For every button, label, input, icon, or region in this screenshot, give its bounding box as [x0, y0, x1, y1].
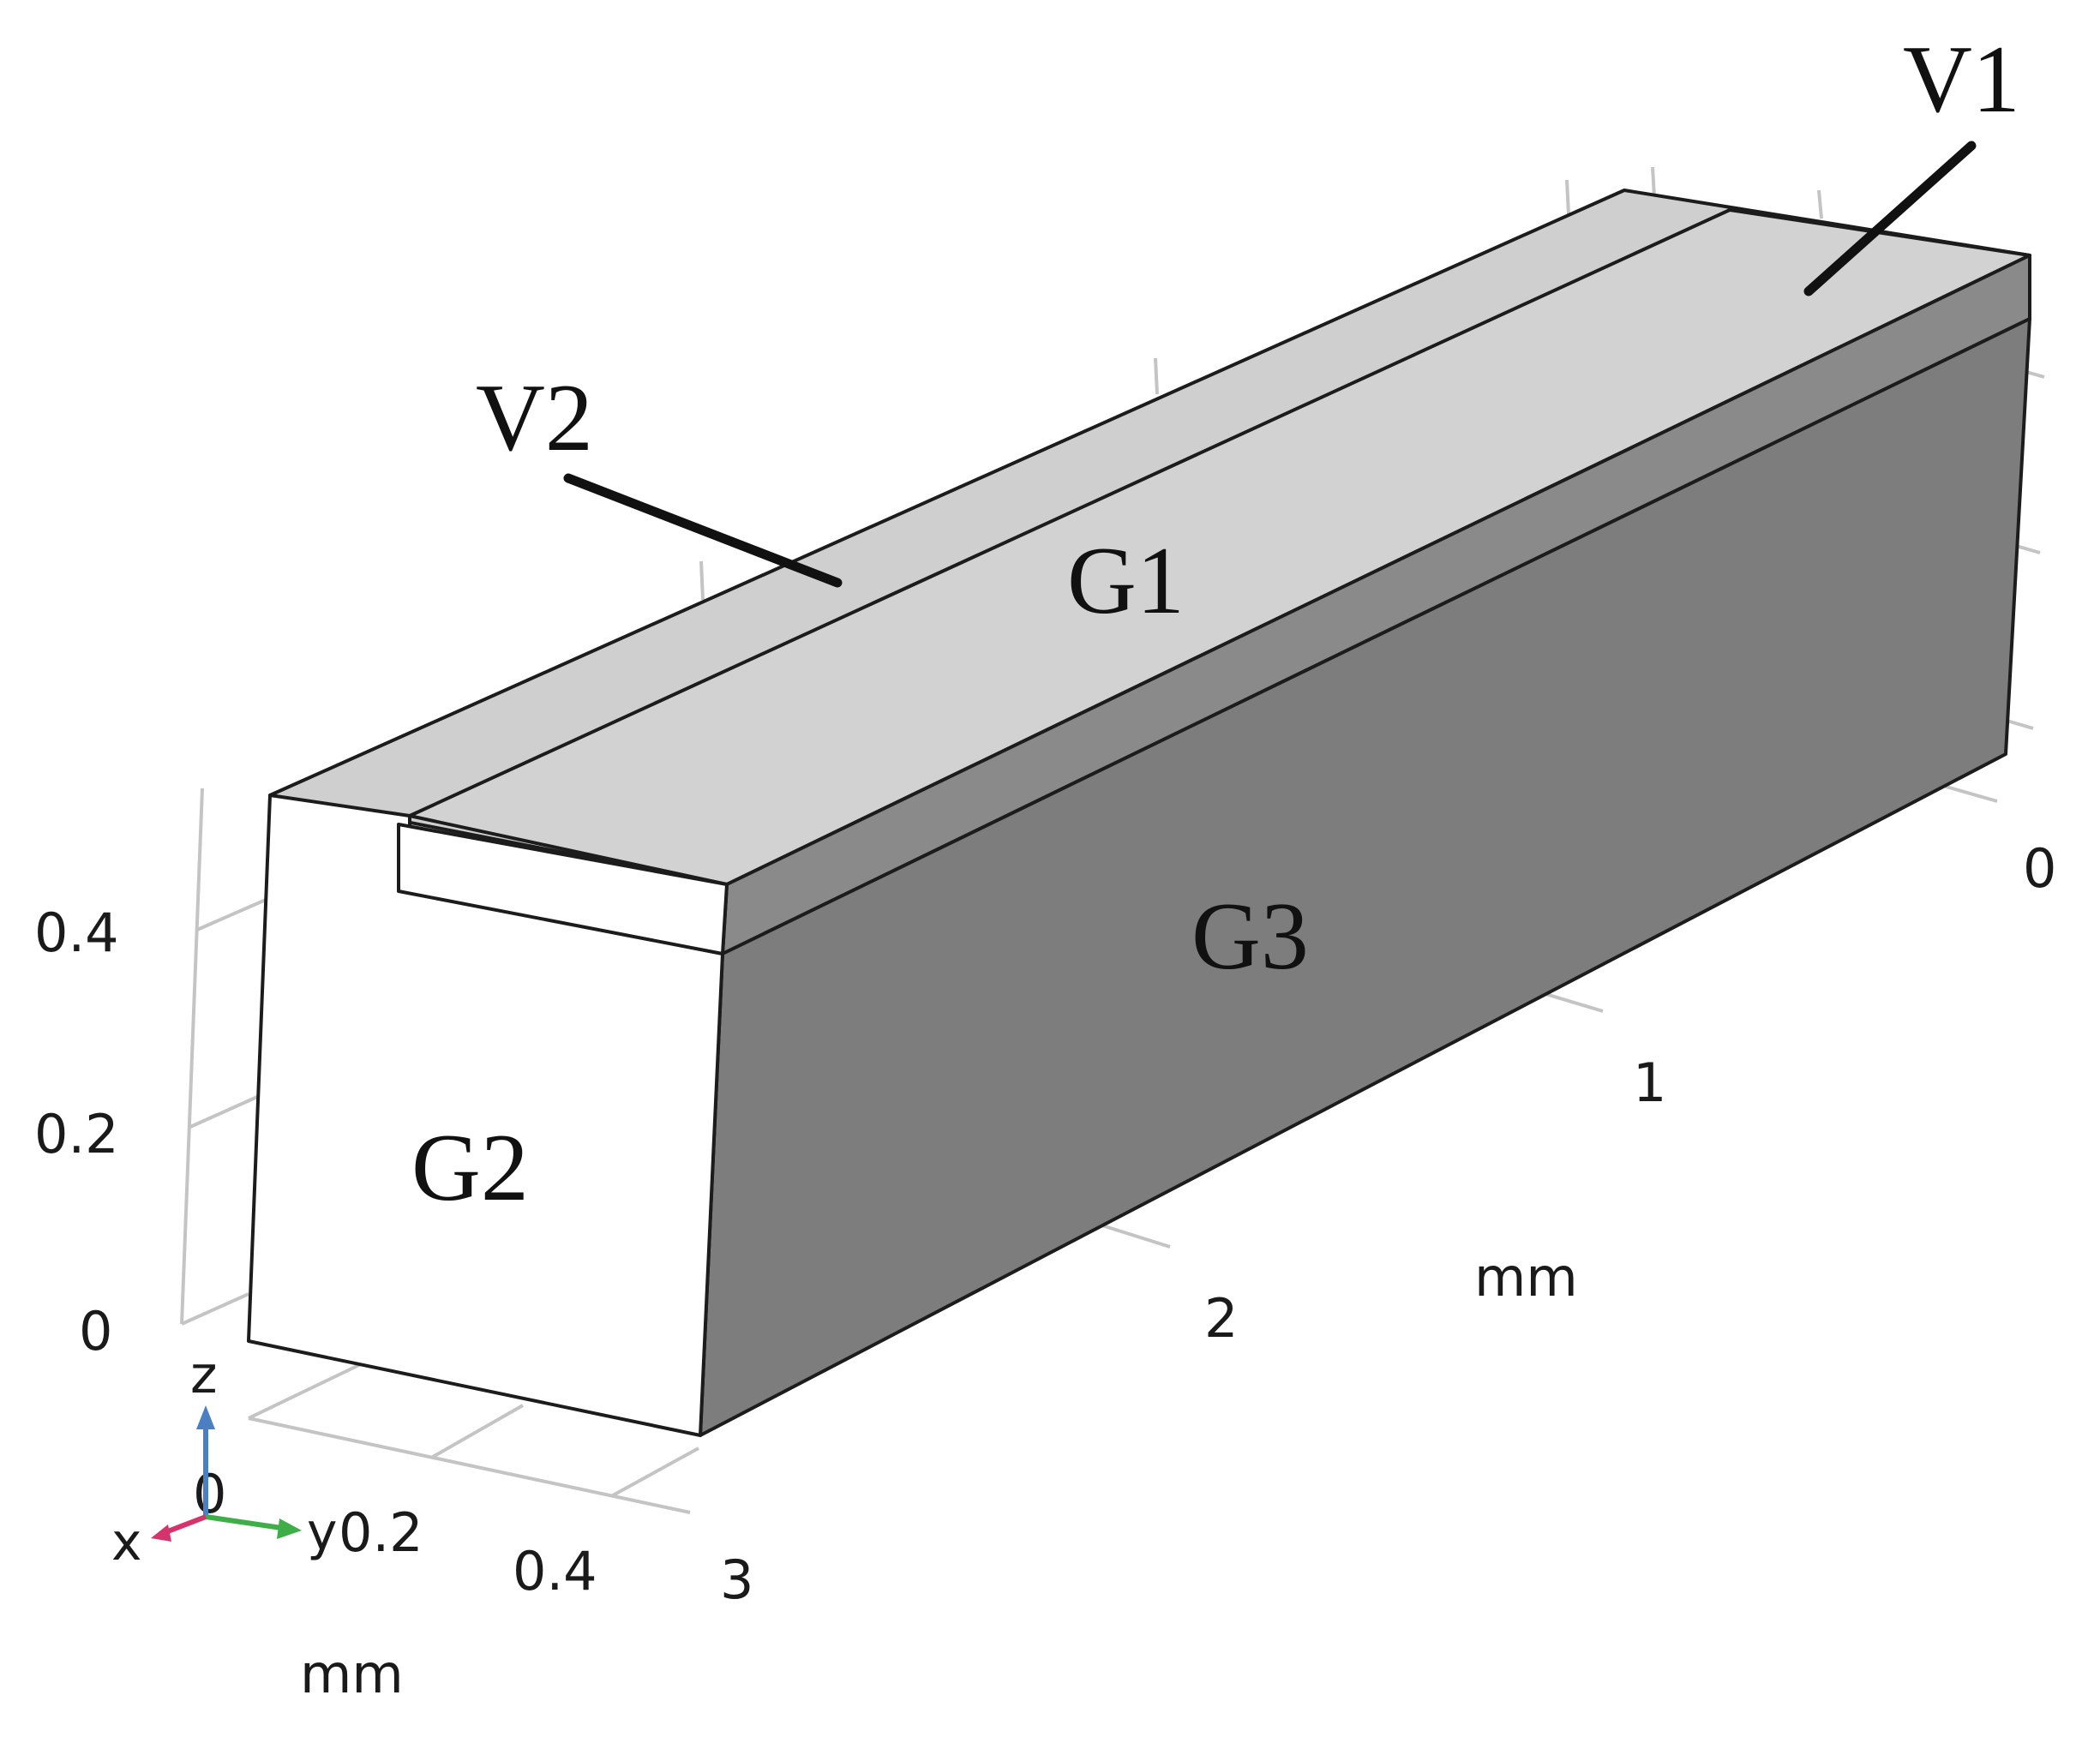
triad-x-label: x [111, 1512, 142, 1572]
triad-y-axis [205, 1514, 288, 1531]
x-tick-0.4: 0.4 [513, 1540, 597, 1602]
triad-x-arrow-icon [151, 1524, 171, 1542]
x-unit-label: mm [300, 1643, 404, 1705]
label-g3: G3 [1191, 883, 1309, 990]
beam-geometry[interactable] [247, 189, 2031, 1437]
triad-y-arrow-icon [277, 1518, 302, 1539]
top-tick-d [1651, 166, 1656, 198]
z-tick-0: 0 [79, 1300, 112, 1363]
top-tick-e [1817, 189, 1823, 219]
y-tick-0: 0 [2023, 837, 2056, 900]
top-tick-b [1154, 357, 1159, 395]
top-tick-a [699, 560, 705, 601]
z-grid-0.4 [196, 898, 267, 931]
x-grid-a [248, 1361, 365, 1420]
label-g1: G1 [1067, 528, 1185, 634]
z-tick-0.2: 0.2 [34, 1103, 119, 1165]
z-axis-line [180, 788, 204, 1325]
z-tick-0.4: 0.4 [34, 901, 119, 964]
x-grid-0.2 [432, 1404, 524, 1458]
y-grid-0 [1936, 782, 1998, 803]
label-v2: V2 [476, 365, 593, 471]
triad-z-arrow-icon [196, 1405, 215, 1429]
y-unit-label: mm [1474, 1246, 1578, 1309]
leader-v2 [563, 473, 843, 588]
y-tick-3: 3 [720, 1548, 753, 1611]
end-face-notch[interactable] [397, 823, 729, 955]
label-v1: V1 [1903, 27, 2020, 133]
x-tick-0.2: 0.2 [339, 1501, 423, 1564]
triad-z-label: z [190, 1345, 218, 1405]
coordinate-triad: z y x [111, 1345, 338, 1572]
z-grid-0.2 [189, 1095, 258, 1129]
label-g2: G2 [411, 1115, 529, 1221]
triad-y-label: y [307, 1502, 338, 1562]
x-grid-0.4 [612, 1447, 699, 1497]
top-tick-c [1565, 179, 1570, 215]
leader-v1 [1803, 141, 1977, 296]
y-tick-1: 1 [1633, 1051, 1666, 1114]
y-tick-2: 2 [1204, 1287, 1238, 1350]
x-axis-line [248, 1417, 691, 1514]
z-grid-0 [181, 1292, 249, 1326]
